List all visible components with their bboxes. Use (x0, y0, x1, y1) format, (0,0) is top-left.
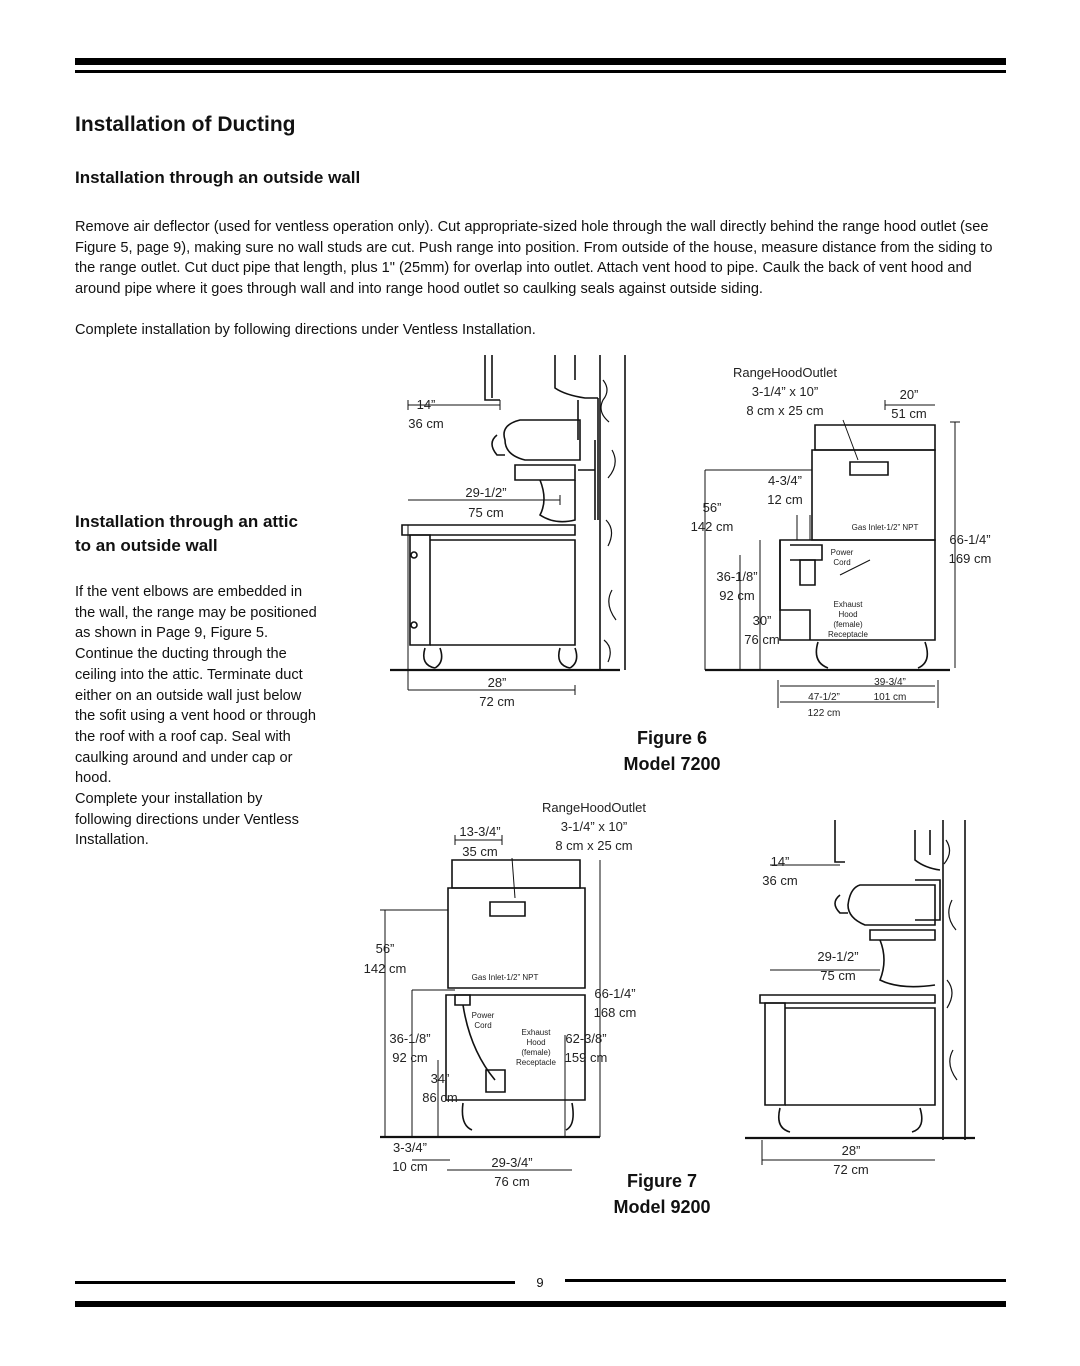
fig6-h36: 36-1/8” (716, 569, 757, 584)
fig6-power1: Power (831, 548, 854, 557)
fig7-h66: 66-1/4” (594, 986, 635, 1001)
fig6-h66: 66-1/4” (949, 532, 990, 547)
fig6-w101: 101 cm (874, 692, 907, 703)
fig6-w20: 20” (900, 387, 919, 402)
fig6-power2: Cord (833, 558, 850, 567)
fig6-w47: 47-1/2” (808, 692, 840, 703)
fig6-exh3: (female) (833, 620, 863, 629)
fig7-h36: 36-1/8” (389, 1031, 430, 1046)
fig6-gas: Gas Inlet-1/2” NPT (852, 523, 919, 532)
figure-6-caption: Figure 6 Model 7200 (592, 725, 752, 777)
fig7-side-36cm: 36 cm (762, 873, 797, 888)
section-body-attic: If the vent elbows are embedded in the w… (75, 582, 320, 851)
fig7-w35: 35 cm (462, 844, 497, 859)
top-rule-thin (75, 70, 1006, 73)
section-body-outside-wall-2: Complete installation by following direc… (75, 322, 536, 338)
fig7-h86: 86 cm (422, 1090, 457, 1105)
fig6-side-72cm: 72 cm (479, 694, 514, 709)
fig6-h76: 76 cm (744, 632, 779, 647)
fig7-w76: 76 cm (494, 1174, 529, 1189)
figure-6-side-view (390, 355, 626, 695)
fig7-w29: 29-3/4” (491, 1155, 532, 1170)
fig7-side-29in: 29-1/2” (817, 949, 858, 964)
fig6-side-75cm: 75 cm (468, 505, 503, 520)
fig6-w122: 122 cm (808, 708, 841, 719)
section-heading-attic: Installation through an attic to an outs… (75, 512, 298, 555)
fig6-exh2: Hood (838, 610, 857, 619)
fig7-side-14in: 14” (771, 854, 790, 869)
fig7-h34: 34” (431, 1071, 450, 1086)
fig6-outlet-size: 3-1/4” x 10” (752, 384, 818, 399)
fig7-h56: 56” (376, 941, 395, 956)
fig6-exh4: Receptacle (828, 630, 869, 639)
fig6-side-28in: 28” (488, 675, 507, 690)
section-body-outside-wall: Remove air deflector (used for ventless … (75, 219, 993, 297)
figure-7-caption: Figure 7 Model 9200 (582, 1168, 742, 1220)
fig7-w10: 10 cm (392, 1159, 427, 1174)
fig7-exh2: Hood (526, 1038, 545, 1047)
fig7-outlet-cm: 8 cm x 25 cm (555, 838, 632, 853)
bottom-rule-thick (75, 1301, 1006, 1307)
figure-6-front-view (704, 400, 960, 708)
fig6-h169: 169 cm (949, 551, 992, 566)
fig7-side-75cm: 75 cm (820, 968, 855, 983)
fig6-side-36cm: 36 cm (408, 416, 443, 431)
figure-7-front-view (380, 835, 601, 1171)
fig7-exh3: (female) (521, 1048, 551, 1057)
fig7-exh4: Receptacle (516, 1058, 557, 1067)
fig7-h159: 159 cm (565, 1050, 608, 1065)
figure-7-model: Model 9200 (613, 1197, 711, 1217)
fig6-side-29in: 29-1/2” (465, 485, 506, 500)
section-heading-outside-wall: Installation through an outside wall (75, 168, 361, 187)
figure-6-model: Model 7200 (623, 754, 721, 774)
fig6-h142: 142 cm (691, 519, 734, 534)
fig6-h12: 12 cm (767, 492, 802, 507)
page-number: 9 (536, 1275, 544, 1290)
fig7-h168: 168 cm (594, 1005, 637, 1020)
figure-7-label: Figure 7 (626, 1171, 697, 1191)
page-title: Installation of Ducting (75, 113, 296, 136)
fig6-h434: 4-3/4” (768, 473, 802, 488)
fig6-side-14in: 14” (417, 397, 436, 412)
attic-paragraph-2: Complete your installation by following … (75, 791, 299, 849)
fig6-h92: 92 cm (719, 588, 754, 603)
fig7-h142: 142 cm (364, 961, 407, 976)
fig7-outlet: RangeHoodOutlet (542, 800, 646, 815)
top-rule-thick (75, 58, 1006, 65)
fig6-h30: 30” (753, 613, 772, 628)
footer-rule-right (565, 1279, 1006, 1282)
fig6-h56: 56” (703, 500, 722, 515)
fig6-w39: 39-3/4” (874, 677, 906, 688)
fig7-h62: 62-3/8” (565, 1031, 606, 1046)
fig7-h92: 92 cm (392, 1050, 427, 1065)
figure-6-label: Figure 6 (636, 728, 707, 748)
fig6-outlet: RangeHoodOutlet (733, 365, 837, 380)
fig6-outlet-cm: 8 cm x 25 cm (746, 403, 823, 418)
fig7-power1: Power (472, 1011, 495, 1020)
fig6-exh1: Exhaust (834, 600, 864, 609)
fig7-gas: Gas Inlet-1/2” NPT (472, 973, 539, 982)
fig7-outlet-size: 3-1/4” x 10” (561, 819, 627, 834)
fig6-w51: 51 cm (891, 406, 926, 421)
attic-paragraph: If the vent elbows are embedded in the w… (75, 584, 317, 787)
fig7-power2: Cord (474, 1021, 491, 1030)
fig7-side-28in: 28” (842, 1143, 861, 1158)
fig7-w334: 3-3/4” (393, 1140, 427, 1155)
figure-7-side-view (745, 820, 975, 1165)
fig7-side-72cm: 72 cm (833, 1162, 868, 1177)
fig7-exh1: Exhaust (522, 1028, 552, 1037)
footer-rule-left (75, 1281, 515, 1284)
fig7-w1334: 13-3/4” (459, 824, 500, 839)
